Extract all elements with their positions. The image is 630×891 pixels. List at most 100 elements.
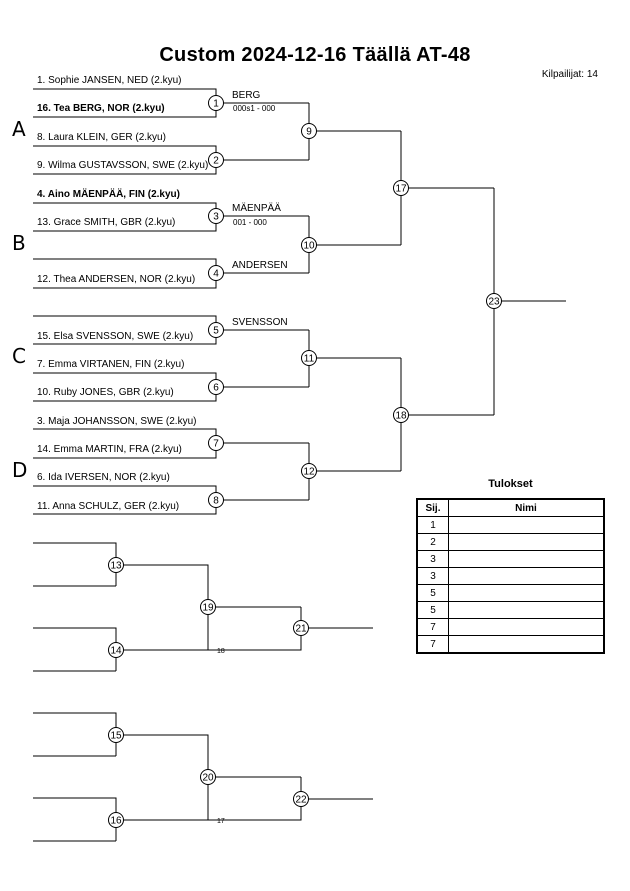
match-7-node: 7 xyxy=(208,435,224,451)
svg-text:18: 18 xyxy=(395,411,407,422)
match-16-node: 16 xyxy=(108,812,124,828)
svg-text:22: 22 xyxy=(295,795,307,806)
table-row: 7 xyxy=(416,635,605,654)
player-entry: 16. Tea BERG, NOR (2.kyu) xyxy=(37,103,165,114)
match-12-node: 12 xyxy=(301,463,317,479)
match-1-node: 1 xyxy=(208,95,224,111)
match-4-node: 4 xyxy=(208,265,224,281)
match-20-node: 20 xyxy=(200,769,216,785)
pool-label-c: C xyxy=(12,344,26,368)
player-entry: 13. Grace SMITH, GBR (2.kyu) xyxy=(37,217,176,228)
match-19-node: 19 xyxy=(200,599,216,615)
svg-text:17: 17 xyxy=(395,184,407,195)
player-entry: 12. Thea ANDERSEN, NOR (2.kyu) xyxy=(37,274,196,285)
match-2-node: 2 xyxy=(208,152,224,168)
match-6-node: 6 xyxy=(208,379,224,395)
name-cell xyxy=(448,618,605,636)
svg-text:20: 20 xyxy=(202,773,214,784)
results-panel: Tulokset Sij. Nimi 1 2 3 3 5 5 7 7 xyxy=(416,478,605,654)
svg-text:12: 12 xyxy=(303,467,315,478)
svg-text:10: 10 xyxy=(303,241,315,252)
competition-title: Custom 2024-12-16 Täällä AT-48 xyxy=(159,44,471,66)
table-row: 1 xyxy=(416,516,605,534)
table-row: 3 xyxy=(416,550,605,568)
svg-text:4: 4 xyxy=(213,269,219,280)
table-row: 7 xyxy=(416,618,605,636)
name-cell xyxy=(448,516,605,534)
match-5-node: 5 xyxy=(208,322,224,338)
svg-text:19: 19 xyxy=(202,603,214,614)
svg-text:2: 2 xyxy=(213,156,219,167)
player-entry: 6. Ida IVERSEN, NOR (2.kyu) xyxy=(37,472,170,483)
svg-text:7: 7 xyxy=(213,439,219,450)
place-column-header: Sij. xyxy=(416,498,449,517)
svg-text:14: 14 xyxy=(110,646,122,657)
pool-label-d: D xyxy=(12,458,28,482)
place-cell: 5 xyxy=(416,584,449,602)
match-3-score: 001 - 000 xyxy=(233,218,267,227)
player-entry: 9. Wilma GUSTAVSSON, SWE (2.kyu) xyxy=(37,160,209,171)
player-entry: 1. Sophie JANSEN, NED (2.kyu) xyxy=(37,75,182,86)
participant-count: Kilpailijat: 14 xyxy=(541,69,598,80)
match-4-winner: ANDERSEN xyxy=(232,260,288,271)
match-1-score: 000s1 - 000 xyxy=(233,104,276,113)
place-cell: 3 xyxy=(416,567,449,585)
player-entry: 15. Elsa SVENSSON, SWE (2.kyu) xyxy=(37,331,194,342)
table-row: 2 xyxy=(416,533,605,551)
player-entry: 14. Emma MARTIN, FRA (2.kyu) xyxy=(37,444,182,455)
match-17-node: 17 xyxy=(393,180,409,196)
match-3-winner: MÄENPÄÄ xyxy=(232,203,281,214)
svg-text:8: 8 xyxy=(213,496,219,507)
match-21-node: 21 xyxy=(293,620,309,636)
player-entry: 11. Anna SCHULZ, GER (2.kyu) xyxy=(37,501,180,512)
match-3-node: 3 xyxy=(208,208,224,224)
svg-text:13: 13 xyxy=(110,561,122,572)
table-row: 5 xyxy=(416,584,605,602)
match-14-node: 14 xyxy=(108,642,124,658)
place-cell: 7 xyxy=(416,635,449,654)
name-cell xyxy=(448,584,605,602)
match-13-node: 13 xyxy=(108,557,124,573)
place-cell: 1 xyxy=(416,516,449,534)
match-8-node: 8 xyxy=(208,492,224,508)
pool-label-b: B xyxy=(12,231,26,255)
player-entry: 4. Aino MÄENPÄÄ, FIN (2.kyu) xyxy=(37,189,180,200)
match-1-winner: BERG xyxy=(232,90,261,101)
svg-text:16: 16 xyxy=(110,816,122,827)
svg-text:11: 11 xyxy=(304,354,315,365)
match-10-node: 10 xyxy=(301,237,317,253)
loser-from-17-note: 17 xyxy=(217,818,225,825)
place-cell: 5 xyxy=(416,601,449,619)
place-cell: 2 xyxy=(416,533,449,551)
match-5-winner: SVENSSON xyxy=(232,317,288,328)
place-cell: 7 xyxy=(416,618,449,636)
match-15-node: 15 xyxy=(108,727,124,743)
player-entry: 10. Ruby JONES, GBR (2.kyu) xyxy=(37,387,174,398)
svg-text:5: 5 xyxy=(213,326,219,337)
name-cell xyxy=(448,601,605,619)
svg-text:1: 1 xyxy=(213,99,219,110)
table-row: 3 xyxy=(416,567,605,585)
player-entry: 7. Emma VIRTANEN, FIN (2.kyu) xyxy=(37,359,185,370)
results-header-row: Sij. Nimi xyxy=(416,498,605,517)
results-table: Sij. Nimi 1 2 3 3 5 5 7 7 xyxy=(416,498,605,654)
match-11-node: 11 xyxy=(301,350,317,366)
match-9-node: 9 xyxy=(301,123,317,139)
place-cell: 3 xyxy=(416,550,449,568)
match-23-node: 23 xyxy=(486,293,502,309)
svg-text:23: 23 xyxy=(488,297,500,308)
player-entry: 3. Maja JOHANSSON, SWE (2.kyu) xyxy=(37,416,197,427)
player-entry: 8. Laura KLEIN, GER (2.kyu) xyxy=(37,132,166,143)
loser-from-18-note: 18 xyxy=(217,648,225,655)
svg-text:9: 9 xyxy=(306,127,312,138)
svg-text:6: 6 xyxy=(213,383,219,394)
name-cell xyxy=(448,567,605,585)
svg-text:15: 15 xyxy=(110,731,122,742)
match-18-node: 18 xyxy=(393,407,409,423)
svg-text:21: 21 xyxy=(295,624,307,635)
name-cell xyxy=(448,550,605,568)
name-column-header: Nimi xyxy=(448,498,605,517)
name-cell xyxy=(448,533,605,551)
results-title: Tulokset xyxy=(488,478,533,490)
